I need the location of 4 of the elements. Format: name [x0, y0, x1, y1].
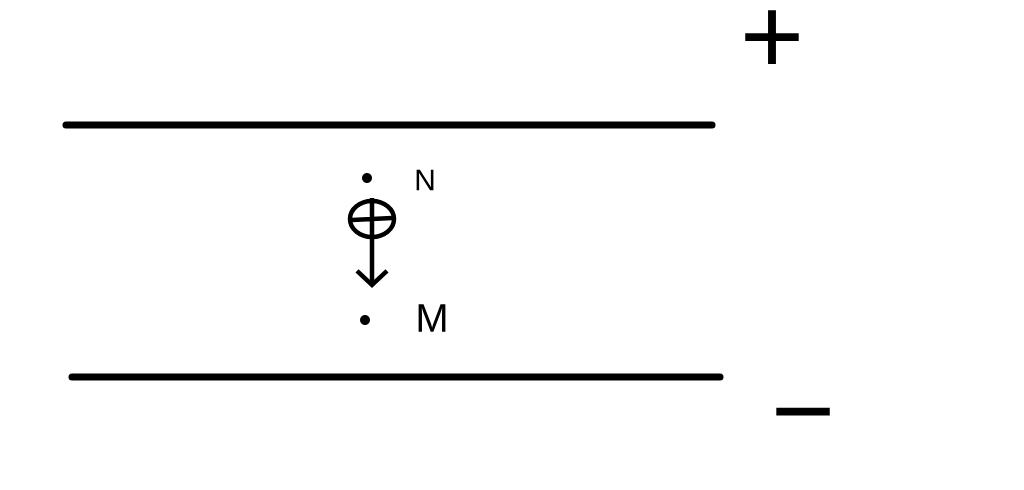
- sign-label: −: [776, 407, 830, 416]
- point-label: M: [418, 304, 446, 332]
- sign-label: +: [745, 10, 799, 65]
- point-label: N: [416, 169, 434, 191]
